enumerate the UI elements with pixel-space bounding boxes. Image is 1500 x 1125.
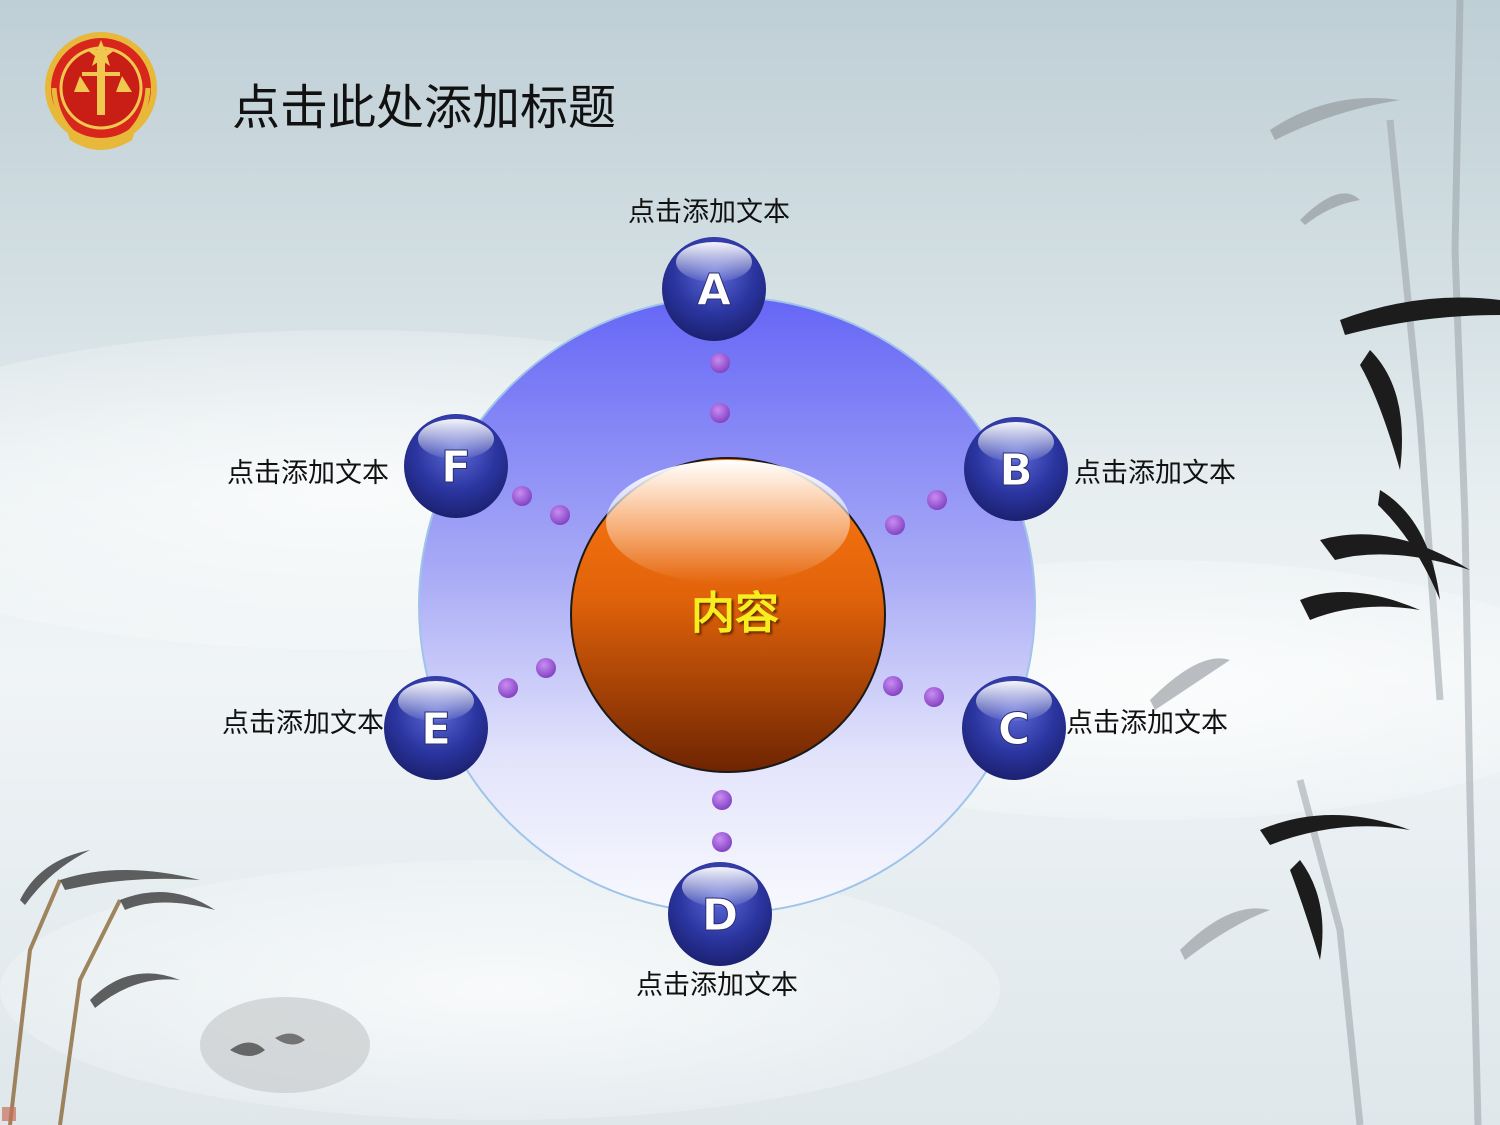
node-c[interactable] — [962, 676, 1066, 780]
dot — [550, 505, 570, 525]
court-emblem-icon — [45, 32, 157, 150]
dot — [712, 790, 732, 810]
node-f-label[interactable]: 点击添加文本 — [227, 458, 389, 489]
node-e[interactable] — [384, 676, 488, 780]
node-c-label[interactable]: 点击添加文本 — [1066, 708, 1228, 739]
dot — [710, 403, 730, 423]
dot — [498, 678, 518, 698]
dot — [512, 486, 532, 506]
dot — [927, 490, 947, 510]
dot — [712, 832, 732, 852]
dot — [924, 687, 944, 707]
dot — [883, 676, 903, 696]
node-d-letter: D — [702, 890, 739, 941]
node-b[interactable] — [964, 417, 1068, 521]
center-sphere[interactable] — [570, 457, 886, 773]
node-a-label[interactable]: 点击添加文本 — [628, 197, 790, 228]
node-a-letter: A — [697, 265, 731, 316]
node-d[interactable] — [668, 862, 772, 966]
node-f[interactable] — [404, 414, 508, 518]
node-a[interactable] — [662, 237, 766, 341]
node-b-label[interactable]: 点击添加文本 — [1074, 458, 1236, 489]
node-e-label[interactable]: 点击添加文本 — [222, 708, 384, 739]
node-c-letter: C — [998, 704, 1030, 755]
dot — [710, 353, 730, 373]
mist-band — [0, 860, 1000, 1120]
node-f-letter: F — [441, 442, 471, 493]
node-d-label[interactable]: 点击添加文本 — [636, 970, 798, 1001]
slide-title[interactable]: 点击此处添加标题 — [232, 80, 617, 136]
node-b-letter: B — [999, 445, 1033, 496]
connector-dots — [498, 353, 947, 852]
dot — [885, 515, 905, 535]
center-label: 内容 — [691, 588, 779, 639]
dot — [536, 658, 556, 678]
node-e-letter: E — [421, 704, 451, 755]
seal-stamp-icon — [2, 1107, 16, 1121]
